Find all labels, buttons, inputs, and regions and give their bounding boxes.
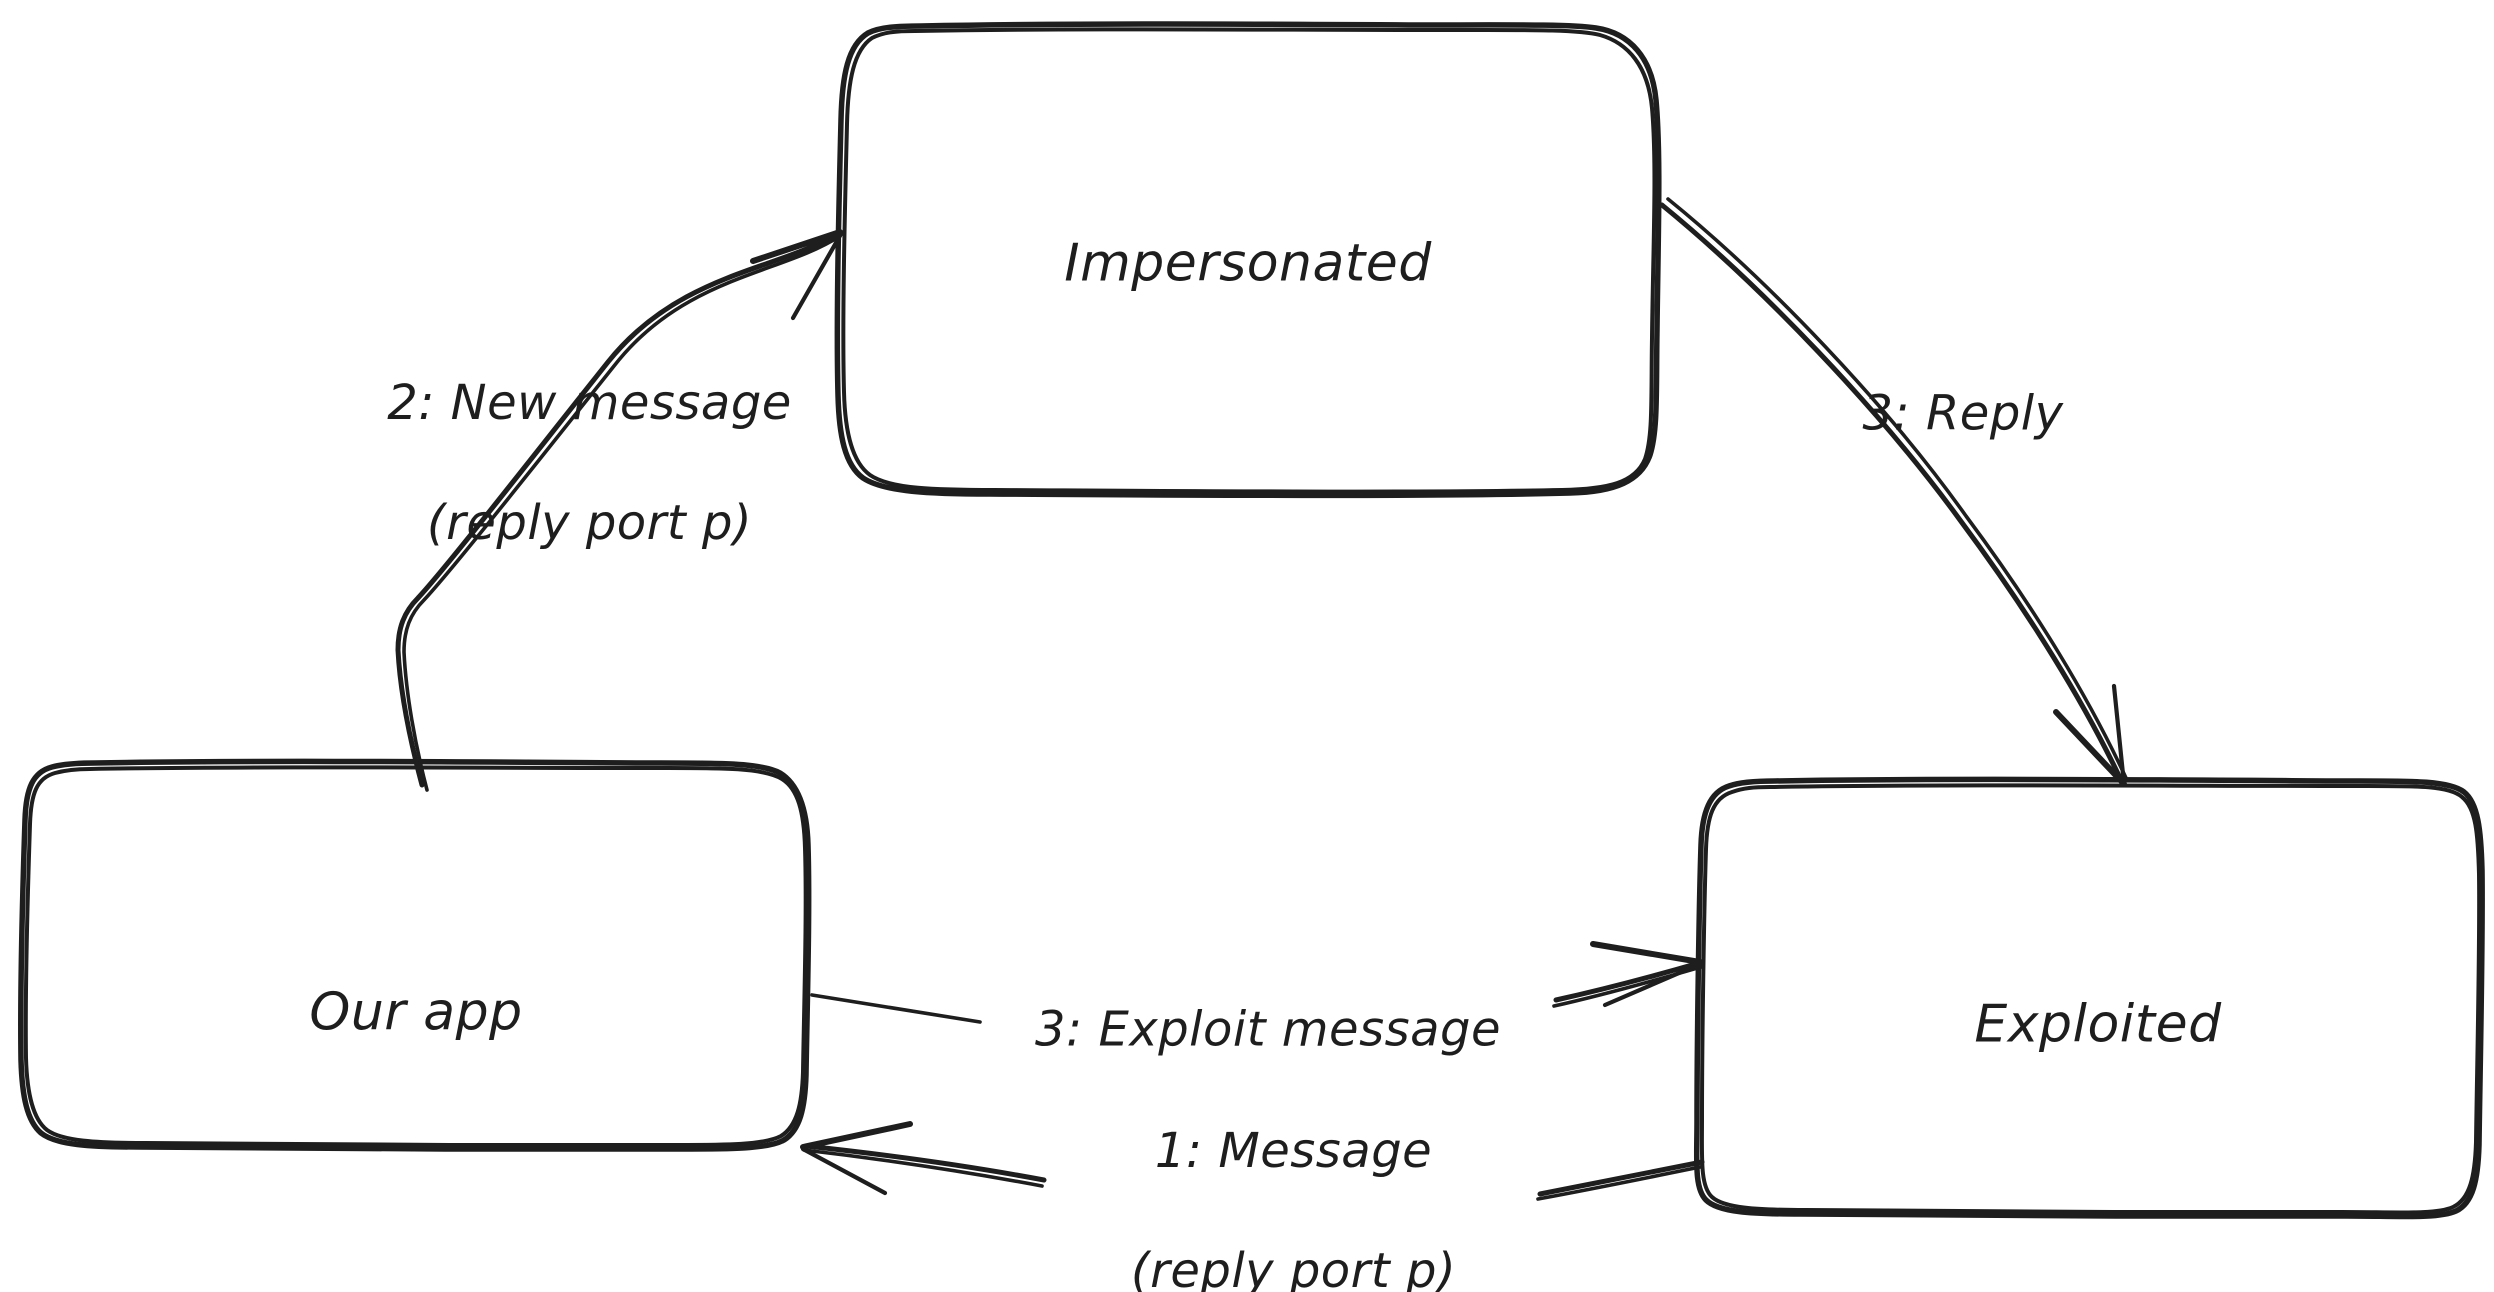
node-label-impersonated: Impersonated <box>1064 233 1432 294</box>
edge-exploit-message[interactable] <box>810 941 1703 1024</box>
edge-reply[interactable] <box>1659 197 2128 787</box>
edge-label-new-message-line2: (reply port p) <box>426 495 753 551</box>
edge-label-message-line2: (reply port p) <box>1130 1243 1457 1292</box>
node-impersonated-shape[interactable] <box>834 21 1662 499</box>
node-our-app-shape[interactable] <box>18 758 812 1153</box>
node-label-exploited: Exploited <box>1974 994 2222 1055</box>
node-exploited-shape[interactable] <box>1693 776 2485 1220</box>
edge-label-reply: 3: Reply <box>1862 385 2064 442</box>
edge-label-exploit-message: 3: Exploit message <box>1034 1001 1502 1058</box>
edge-new-message[interactable] <box>395 229 844 792</box>
edge-label-new-message-line1: 2: New message <box>387 375 792 431</box>
edge-label-message: 1: Message (reply port p) <box>1068 1061 1456 1292</box>
edge-label-new-message: 2: New message (reply port p) <box>324 313 792 613</box>
edge-label-message-line1: 1: Message <box>1154 1123 1433 1179</box>
edge-message[interactable] <box>800 1121 1705 1201</box>
node-label-our-app: Our app <box>309 982 523 1043</box>
